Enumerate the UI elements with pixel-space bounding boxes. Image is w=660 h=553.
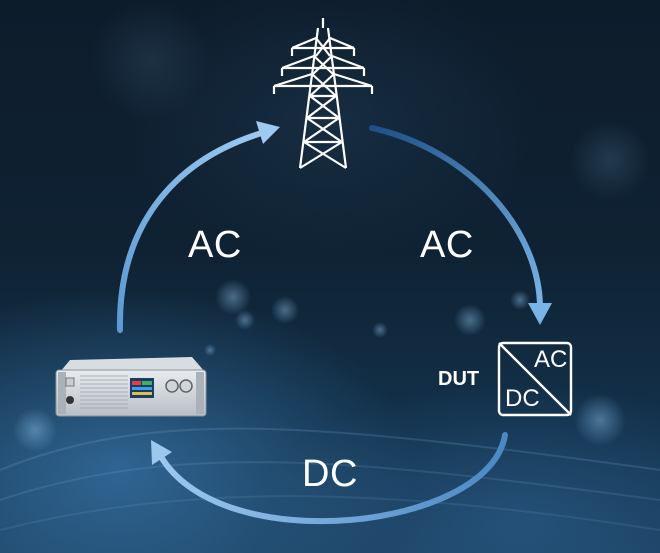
arrow-grid-to-dut (369, 125, 552, 325)
dut-converter-icon (497, 341, 573, 417)
label-ac-left: AC (188, 224, 242, 266)
power-pylon-icon (272, 18, 374, 169)
label-dc-bottom: DC (302, 453, 358, 495)
background-bokeh (0, 0, 660, 531)
arrow-ac-to-grid (116, 121, 280, 333)
label-dut: DUT (438, 368, 480, 390)
arrow-dut-to-device (151, 432, 508, 525)
dut-box-ac-label: AC (534, 346, 568, 373)
label-ac-right: AC (420, 224, 474, 266)
dut-box-dc-label: DC (505, 385, 540, 412)
power-supply-device-icon (55, 357, 207, 417)
